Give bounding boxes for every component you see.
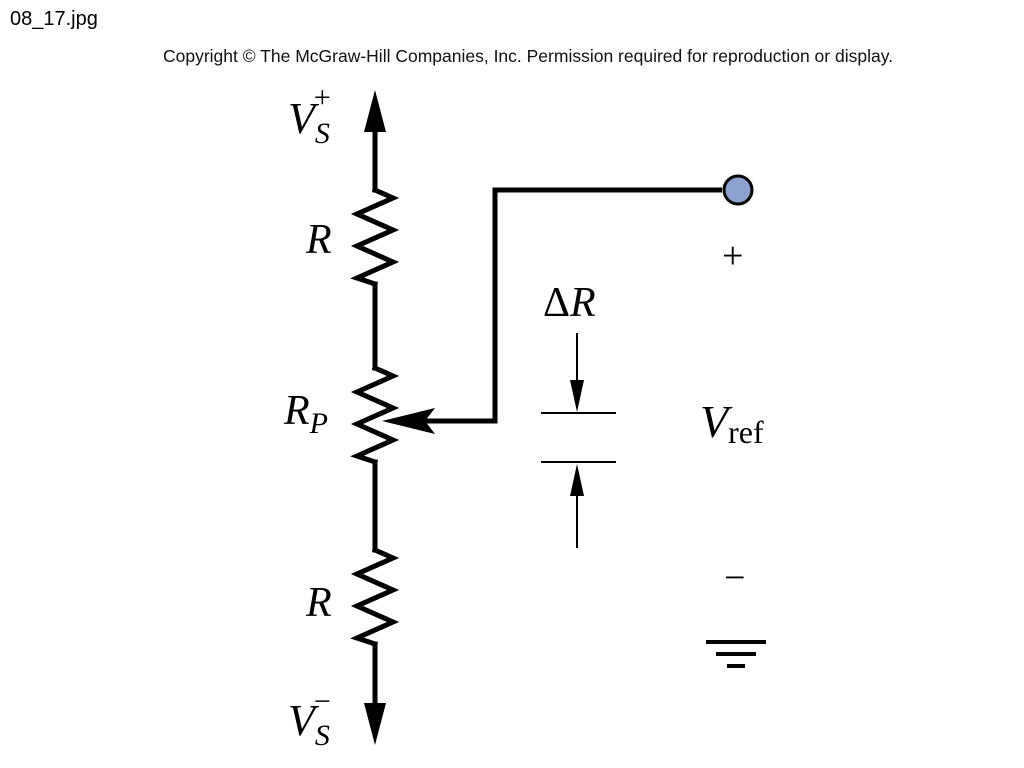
minus-sign: − (724, 557, 745, 599)
ground-icon (706, 640, 766, 668)
delta-r-label: ΔR (543, 280, 596, 326)
vs-minus-label: VS− (288, 685, 331, 752)
resistor-top-zigzag (350, 186, 400, 288)
potentiometer-label: RP (283, 388, 328, 440)
resistor-bottom-label: R (305, 580, 332, 626)
potentiometer-zigzag (350, 364, 400, 466)
plus-sign: + (722, 235, 743, 277)
delta-r-arrow-down-icon (570, 380, 584, 412)
wiper-arrow-icon (382, 408, 435, 434)
arrow-up-icon (364, 90, 386, 132)
vref-label: Vref (700, 396, 764, 450)
file-name: 08_17.jpg (10, 8, 98, 30)
wiper-wire (420, 187, 722, 424)
resistor-top-label: R (305, 217, 332, 263)
delta-r-arrow-up-icon (570, 464, 584, 496)
resistor-bottom-zigzag (350, 546, 400, 648)
arrow-down-icon (364, 703, 386, 745)
vs-plus-label: VS+ (288, 81, 331, 150)
copyright-notice: Copyright © The McGraw-Hill Companies, I… (162, 46, 894, 66)
output-terminal (722, 174, 754, 206)
